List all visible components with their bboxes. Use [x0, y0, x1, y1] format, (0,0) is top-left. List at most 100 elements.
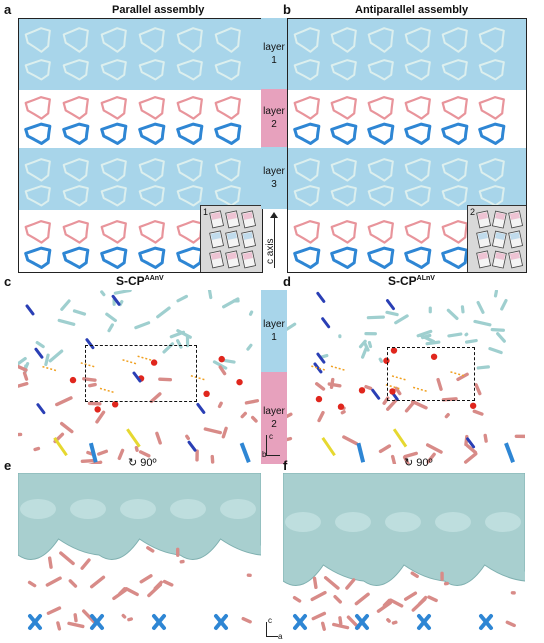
- ring-pink: [293, 96, 320, 120]
- inset-fill: [210, 252, 221, 260]
- ring-pale: [441, 59, 468, 81]
- c-teal-stick: [246, 343, 253, 351]
- d-teal-stick: [460, 305, 465, 314]
- inset-fill: [210, 232, 221, 240]
- f-blue-stick: [417, 614, 431, 630]
- ring-blue: [100, 246, 128, 269]
- c-o-atom: [69, 376, 77, 384]
- ring-pale: [478, 27, 505, 53]
- d-teal-stick: [464, 332, 469, 337]
- ring-pale: [404, 158, 431, 182]
- d-pink-stick: [444, 412, 450, 419]
- d-pink-stick: [342, 435, 359, 446]
- f-pink-stick: [386, 618, 391, 623]
- ring-pale: [62, 59, 89, 81]
- ring-pale: [367, 27, 394, 53]
- c-o-atom: [94, 406, 101, 413]
- surface-model-e: [18, 473, 261, 631]
- e-pink-stick: [89, 575, 106, 589]
- e-pink-stick: [118, 587, 127, 596]
- f-blue-stick: [355, 614, 369, 630]
- panel-label-c: c: [4, 274, 12, 289]
- c-teal-stick: [248, 310, 254, 316]
- f-pink-stick: [389, 598, 404, 608]
- inset-fill: [509, 212, 520, 220]
- inset-fill: [242, 212, 253, 220]
- c-pink-stick: [80, 458, 97, 463]
- c-n-atom: [187, 440, 197, 452]
- f-surface-highlight: [385, 512, 421, 532]
- e-pink-stick: [27, 580, 37, 588]
- c-pink-stick: [134, 445, 139, 452]
- f-pink-stick: [391, 620, 398, 625]
- ring-pale: [293, 59, 320, 81]
- d-pink-stick: [426, 452, 436, 464]
- d-n-atom: [466, 437, 476, 449]
- ring-pink: [138, 220, 165, 244]
- ring-pale: [176, 59, 203, 81]
- ring-blue: [441, 122, 469, 145]
- c-pink-stick: [117, 448, 125, 461]
- inset-2: 2: [467, 205, 526, 272]
- ring-pale: [176, 185, 203, 207]
- axis-b-label: b: [262, 450, 267, 459]
- d-s-atom: [321, 437, 336, 457]
- d-teal-stick: [488, 347, 503, 355]
- e-pink-stick: [81, 609, 96, 624]
- c-o-atom: [111, 401, 119, 408]
- ring-blue: [100, 122, 128, 145]
- d-blue-stick: [504, 442, 515, 463]
- panel-label-a: a: [4, 2, 12, 17]
- c-pink-stick: [97, 449, 109, 456]
- e-pink-stick: [45, 576, 62, 587]
- d-teal-stick: [385, 310, 399, 317]
- ring-blue: [367, 246, 395, 269]
- axis-c-label: c: [269, 432, 273, 441]
- c-teal-stick: [176, 339, 183, 349]
- inset-1-diagram: [209, 210, 257, 269]
- e-pink-stick: [56, 621, 62, 631]
- c-blue-stick: [239, 442, 251, 463]
- rotate-icon: ↻: [404, 457, 414, 469]
- ring-pale: [214, 158, 241, 182]
- inset-2-diagram: [476, 210, 524, 269]
- ring-pink: [24, 96, 51, 120]
- d-pink-stick: [463, 452, 478, 464]
- panel-b-image: 2: [287, 18, 527, 273]
- f-blue-stick: [479, 614, 493, 630]
- f-surface-highlight: [285, 512, 321, 532]
- c-hbond: [190, 375, 206, 381]
- c-n-atom: [111, 294, 121, 306]
- d-teal-stick: [476, 365, 490, 370]
- ring-pale: [293, 185, 320, 207]
- inset-fill: [477, 212, 488, 220]
- ring-blue: [214, 122, 242, 145]
- f-pink-stick: [323, 576, 340, 590]
- c-hbond: [137, 355, 152, 361]
- c-pink-stick: [149, 392, 162, 404]
- c-teal-stick: [100, 290, 106, 297]
- d-pink-stick: [402, 455, 411, 464]
- d-teal-stick: [287, 322, 297, 332]
- d-n-atom: [385, 299, 395, 311]
- c-pink-stick: [55, 396, 73, 407]
- ring-blue: [62, 122, 90, 145]
- d-o-atom: [337, 403, 345, 410]
- inset-1: 1: [200, 205, 262, 272]
- e-blue-stick: [28, 614, 42, 630]
- panel-title-a: Parallel assembly: [112, 4, 205, 16]
- rotation-label-f: ↻ 90º: [404, 457, 433, 469]
- c-teal-stick: [113, 290, 132, 295]
- d-pink-stick: [287, 412, 293, 419]
- ring-blue: [62, 246, 90, 269]
- c-pink-stick: [251, 415, 258, 423]
- c-n-atom: [85, 338, 95, 350]
- d-pink-stick: [404, 401, 415, 413]
- e-pink-stick: [147, 583, 163, 598]
- d-pink-stick: [472, 409, 484, 416]
- c-hbond: [80, 362, 95, 368]
